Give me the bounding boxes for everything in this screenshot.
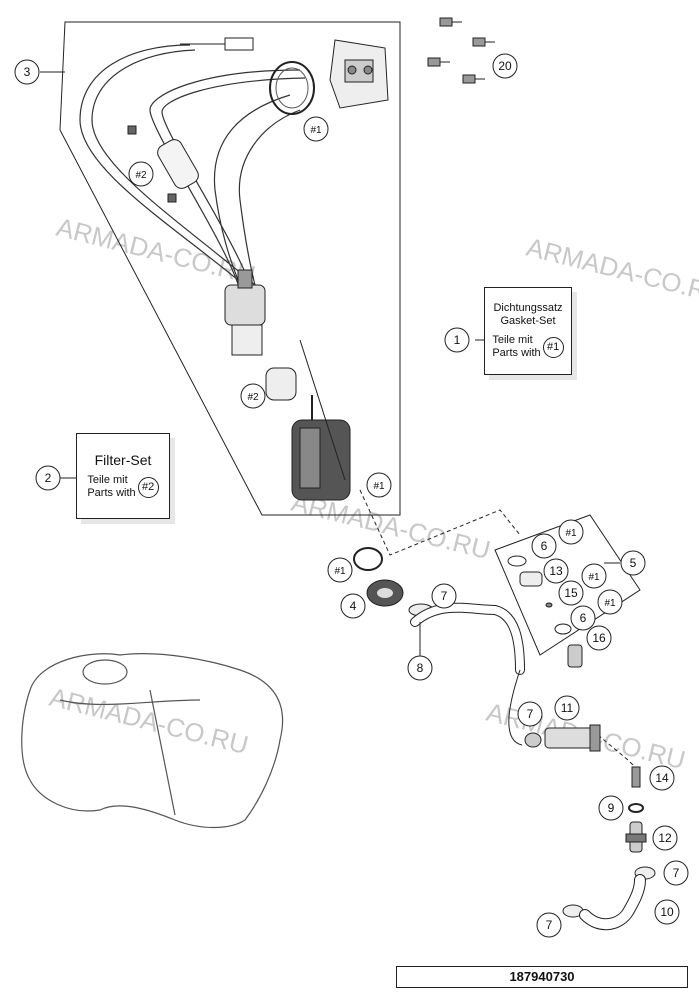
- callout-4: 4: [340, 593, 366, 619]
- filter-set-parts-de: Teile mit: [87, 474, 128, 486]
- filter-set-parts-en: Parts with: [87, 487, 136, 499]
- callout-ref-2-top: #2: [128, 161, 154, 187]
- callout-7-b: 7: [517, 701, 543, 727]
- callout-6-b: 6: [570, 605, 596, 631]
- svg-text:6: 6: [541, 539, 548, 553]
- svg-text:#1: #1: [310, 125, 322, 136]
- svg-text:#1: #1: [604, 598, 616, 609]
- callout-ref-1-set-a: #1: [558, 519, 584, 545]
- svg-text:16: 16: [592, 631, 606, 645]
- callout-11: 11: [554, 695, 580, 721]
- svg-text:5: 5: [630, 556, 637, 570]
- svg-text:8: 8: [417, 661, 424, 675]
- pump-hoses: [79, 44, 306, 291]
- svg-text:7: 7: [441, 589, 448, 603]
- svg-text:6: 6: [580, 611, 587, 625]
- svg-text:15: 15: [564, 586, 578, 600]
- svg-text:3: 3: [24, 65, 31, 79]
- seal-set-outline: [494, 514, 641, 656]
- svg-text:11: 11: [561, 701, 574, 715]
- callout-ref-1-set-c: #1: [597, 589, 623, 615]
- svg-text:#2: #2: [247, 392, 259, 403]
- svg-text:#1: #1: [373, 481, 385, 492]
- callout-2: 2: [35, 465, 61, 491]
- callouts: 3 20 #1 #2 1 #2 2 #1 #1 4 7 8 #1 6 5 13 …: [14, 53, 689, 938]
- gasket-set-parts-en: Parts with: [492, 347, 541, 359]
- gasket-set-box: Dichtungssatz Gasket-Set Teile mit Parts…: [484, 287, 572, 375]
- callout-6-a: 6: [531, 533, 557, 559]
- callout-ref-1-set-b: #1: [581, 563, 607, 589]
- svg-text:20: 20: [498, 59, 512, 73]
- fuel-filter-icon: [127, 125, 199, 203]
- svg-text:#2: #2: [135, 170, 147, 181]
- callout-13: 13: [543, 558, 569, 584]
- callout-ref-1-left: #1: [327, 557, 353, 583]
- fitting-12-icon: [625, 821, 647, 853]
- callout-ref-1-top: #1: [303, 116, 329, 142]
- pump-body-icon: [291, 395, 351, 501]
- diagram-id: 187940730: [396, 966, 688, 988]
- callout-10: 10: [654, 899, 680, 925]
- svg-text:#1: #1: [565, 528, 577, 539]
- fuel-tank-icon: [21, 653, 284, 829]
- svg-text:#1: #1: [588, 572, 600, 583]
- callout-1: 1: [444, 327, 470, 353]
- watermark-4: ARMADA-CO.RU: [47, 682, 252, 760]
- svg-text:10: 10: [660, 905, 674, 919]
- svg-text:1: 1: [454, 333, 461, 347]
- svg-text:9: 9: [608, 801, 615, 815]
- connection-lines: [359, 489, 637, 769]
- filter-set-ref: #2: [137, 476, 159, 498]
- seal-set-parts: [507, 555, 583, 668]
- pump-assembly-outline: [59, 21, 401, 516]
- callout-9: 9: [598, 795, 624, 821]
- svg-text:#1: #1: [334, 566, 346, 577]
- callout-16: 16: [586, 625, 612, 651]
- callout-14: 14: [649, 765, 675, 791]
- callout-5: 5: [620, 550, 646, 576]
- leader-lines: [40, 71, 620, 662]
- callout-3: 3: [14, 59, 40, 85]
- screws-20-icon: [427, 17, 495, 84]
- callout-7-c: 7: [663, 860, 689, 886]
- screw-14-icon: [631, 766, 641, 788]
- callout-7-a: 7: [431, 583, 457, 609]
- gasket-set-ref: #1: [542, 336, 564, 358]
- svg-text:7: 7: [673, 866, 680, 880]
- filter-sleeve-icon: [265, 367, 297, 401]
- svg-text:7: 7: [546, 918, 553, 932]
- flange-o-ring-icon: [269, 61, 315, 115]
- callout-ref-1-mid: #1: [366, 472, 392, 498]
- gasket-set-title-en: Gasket-Set: [500, 315, 556, 327]
- filter-set-title: Filter-Set: [94, 452, 152, 468]
- pump-head-icon: [224, 269, 266, 356]
- callout-20: 20: [492, 53, 518, 79]
- filter-set-box: Filter-Set Teile mit Parts with #2: [76, 433, 170, 519]
- svg-text:4: 4: [350, 599, 357, 613]
- svg-text:12: 12: [658, 831, 672, 845]
- quick-coupling-icon: [524, 724, 601, 752]
- o-ring-icon: [353, 547, 383, 571]
- svg-text:2: 2: [45, 471, 52, 485]
- callout-15: 15: [558, 580, 584, 606]
- gasket-set-parts-de: Teile mit: [492, 334, 533, 346]
- svg-text:14: 14: [655, 771, 669, 785]
- gasket-set-title-de: Dichtungssatz: [493, 302, 563, 314]
- pump-flange-icon: [329, 39, 389, 109]
- callout-7-d: 7: [536, 912, 562, 938]
- callout-12: 12: [652, 825, 678, 851]
- svg-text:13: 13: [549, 564, 563, 578]
- o-ring-9-icon: [628, 803, 644, 813]
- callout-ref-2-mid: #2: [240, 383, 266, 409]
- wire-connector-icon: [180, 37, 254, 51]
- svg-text:7: 7: [527, 707, 534, 721]
- callout-8: 8: [407, 655, 433, 681]
